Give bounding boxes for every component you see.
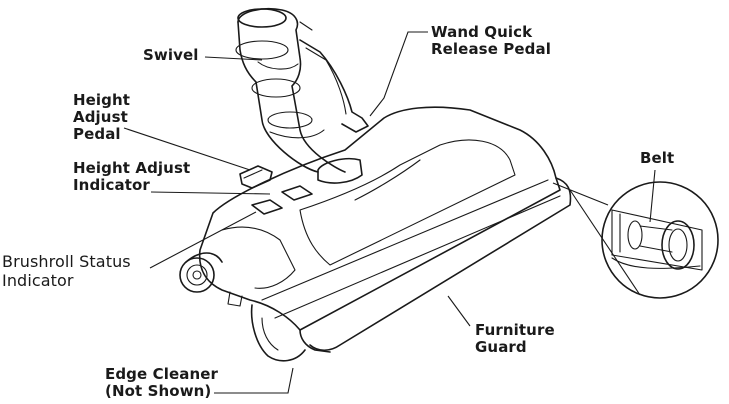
swivel-neck	[235, 7, 369, 173]
belt-inset	[552, 181, 719, 299]
leader-furniture-guard	[447, 295, 471, 327]
label-furniture-line2: Guard	[475, 338, 527, 356]
label-brushroll-status-indicator: Brushroll Status Indicator	[2, 252, 131, 290]
label-height-adjust-indicator: Height Adjust Indicator	[73, 160, 190, 194]
leader-belt	[649, 169, 656, 223]
label-pedal-line3: Pedal	[73, 125, 121, 143]
label-brushroll-line1: Brushroll Status	[2, 252, 131, 271]
label-wand-quick-release-pedal: Wand Quick Release Pedal	[431, 24, 551, 58]
leader-wand-quick-release	[369, 31, 428, 117]
leader-swivel	[204, 56, 263, 61]
label-indicator-line2: Indicator	[73, 176, 150, 194]
leader-edge-cleaner	[214, 367, 294, 394]
label-pedal-line1: Height	[73, 91, 131, 109]
leader-height-adjust-pedal	[123, 127, 251, 171]
label-furniture-guard: Furniture Guard	[475, 322, 555, 356]
label-edge-cleaner: Edge Cleaner (Not Shown)	[105, 366, 218, 400]
label-wand-line1: Wand Quick	[431, 23, 533, 41]
label-brushroll-line2: Indicator	[2, 271, 74, 290]
label-furniture-line1: Furniture	[475, 321, 555, 339]
leader-height-adjust-indicator	[150, 191, 271, 195]
label-wand-line2: Release Pedal	[431, 40, 551, 58]
leader-brushroll-status	[149, 211, 257, 269]
label-swivel: Swivel	[143, 47, 199, 64]
label-belt-line1: Belt	[640, 149, 675, 167]
label-edge-line1: Edge Cleaner	[105, 365, 219, 383]
label-height-adjust-pedal: Height Adjust Pedal	[73, 92, 130, 143]
label-pedal-line2: Adjust	[73, 108, 128, 126]
nozzle-body	[179, 106, 572, 362]
label-edge-line2: (Not Shown)	[105, 382, 212, 400]
label-belt: Belt	[640, 150, 674, 167]
label-indicator-line1: Height Adjust	[73, 159, 191, 177]
label-swivel-line1: Swivel	[143, 46, 199, 64]
